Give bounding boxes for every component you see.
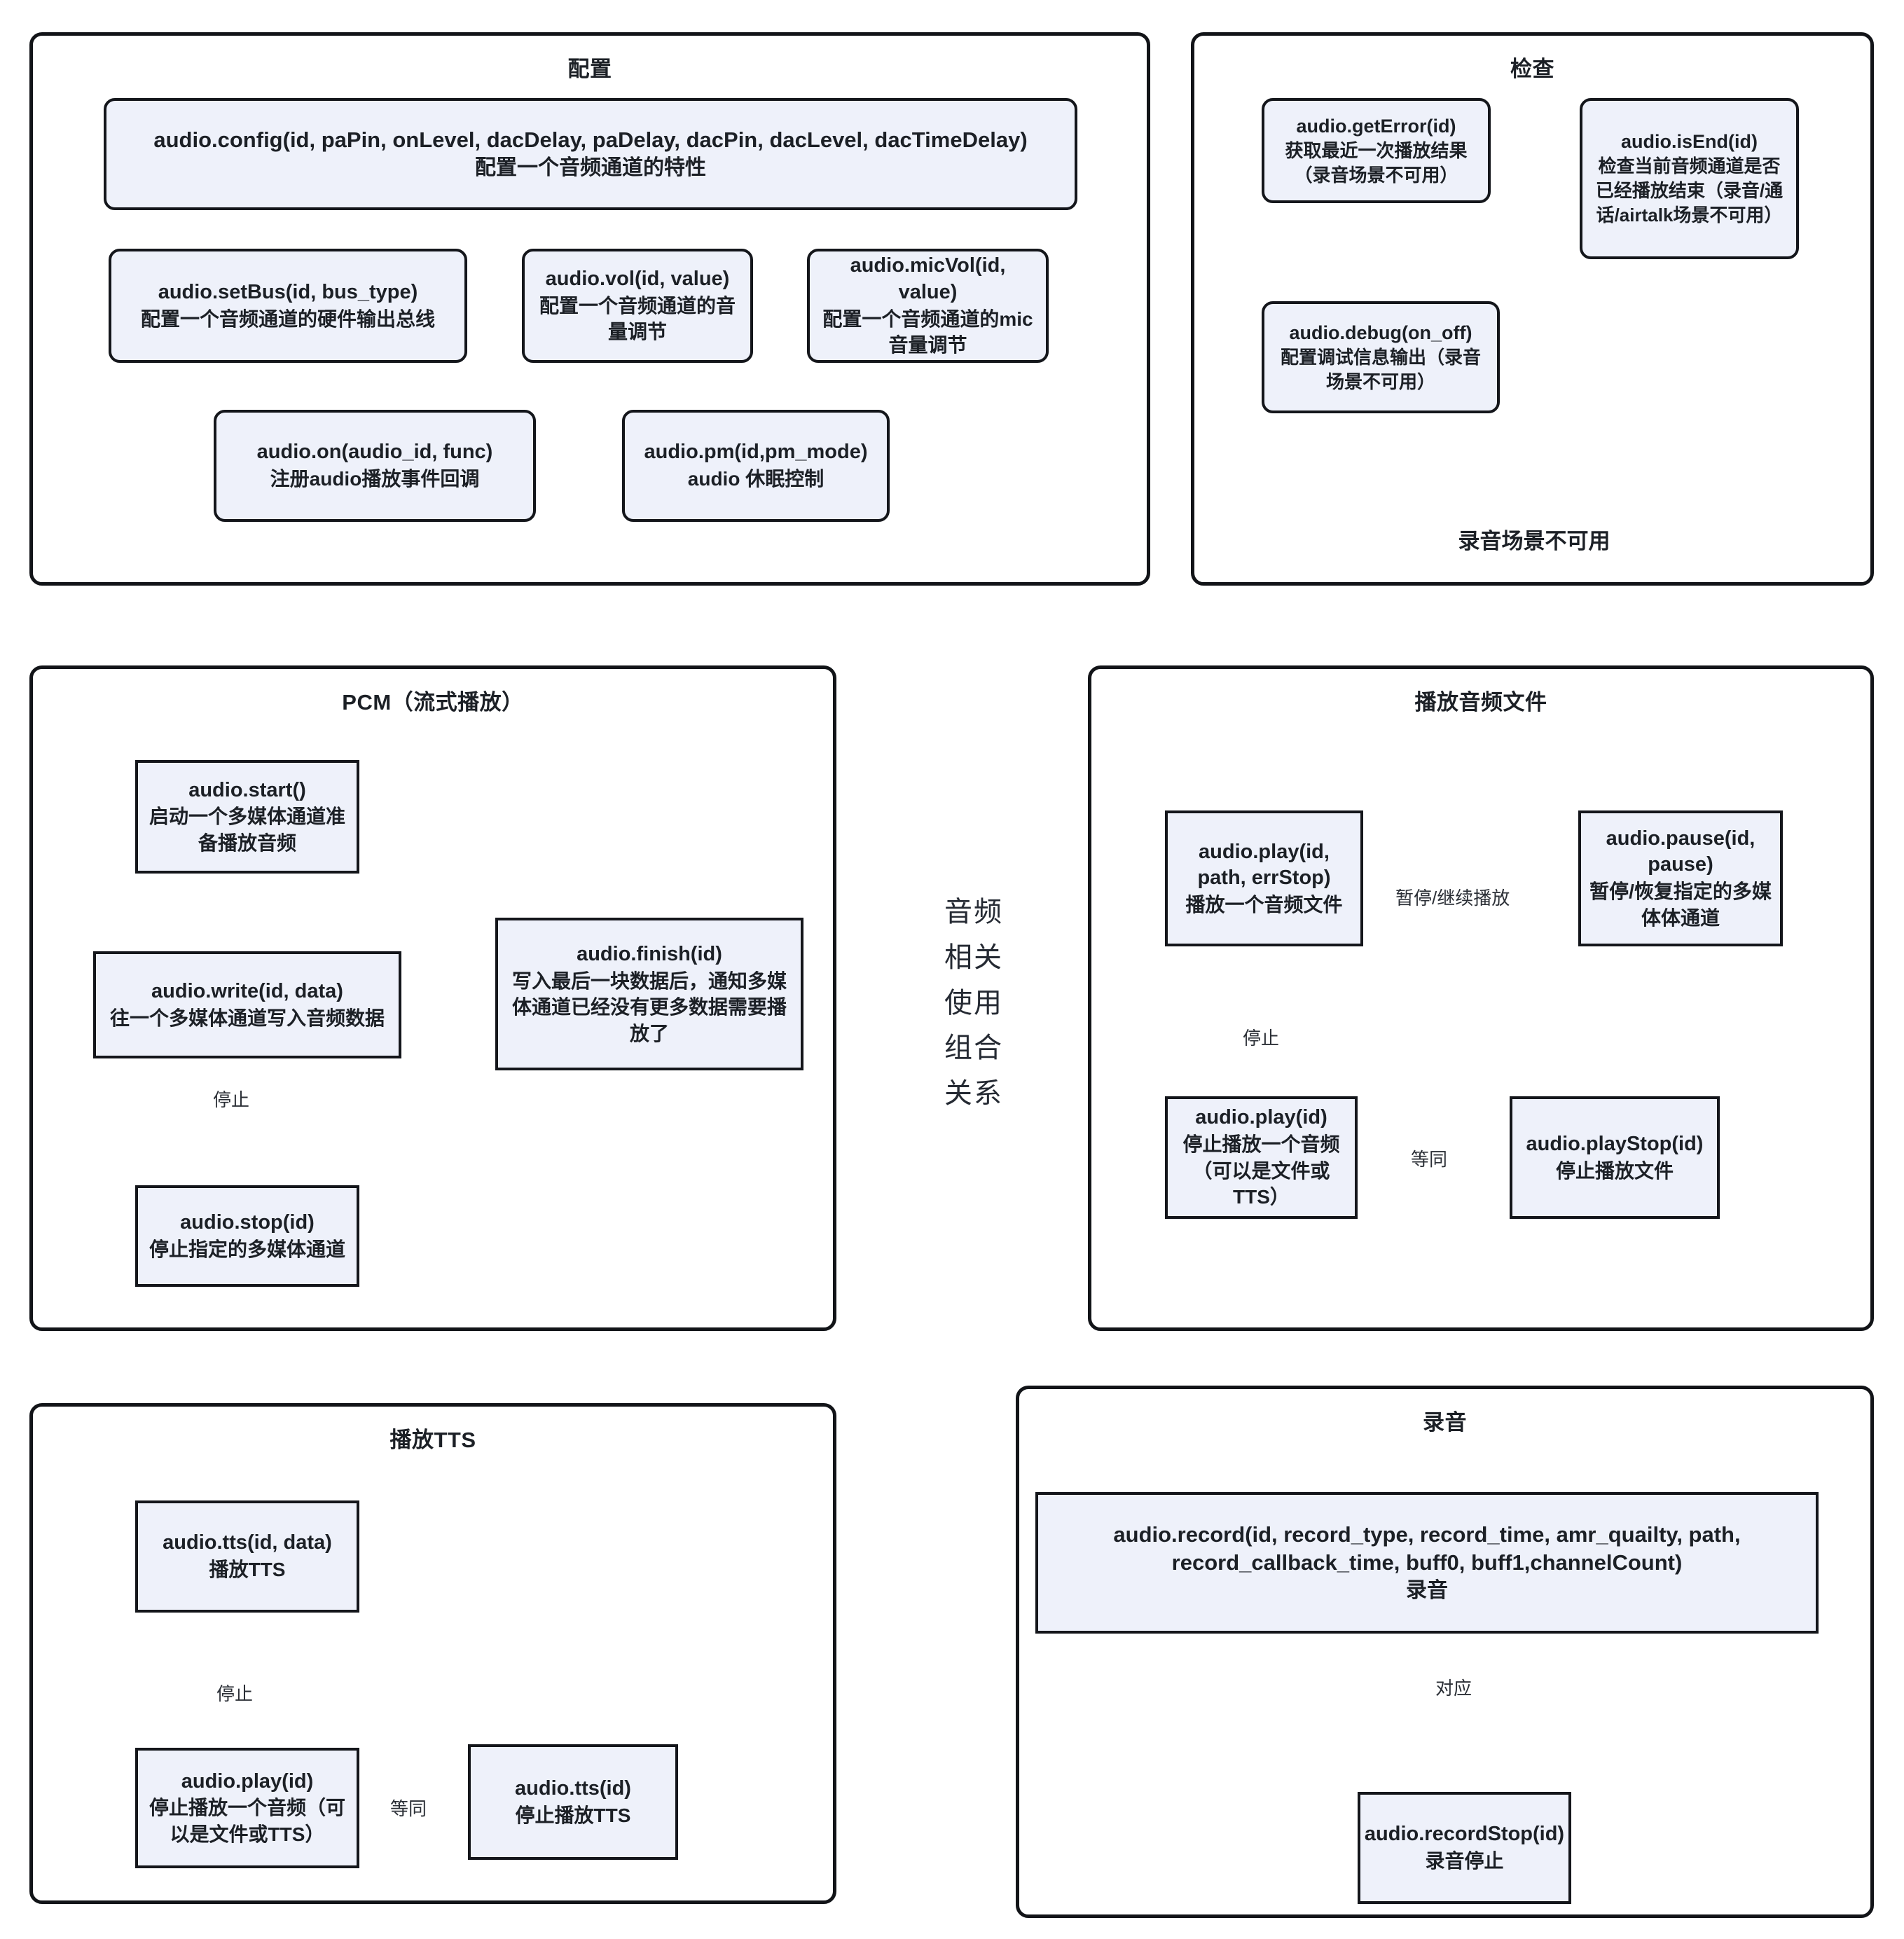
- node-audio-finish-desc: 写入最后一块数据后，通知多媒体通道已经没有更多数据需要播放了: [511, 969, 787, 1044]
- edge-label-playfile-stop: 停止: [1240, 1024, 1283, 1050]
- node-audio-config-fn: audio.config(id, paPin, onLevel, dacDela…: [153, 127, 1028, 152]
- edge-label-pause-resume: 暂停/继续播放: [1393, 884, 1513, 910]
- node-audio-tts-play-fn: audio.tts(id, data): [163, 1531, 332, 1554]
- node-audio-tts-play[interactable]: audio.tts(id, data) 播放TTS: [135, 1500, 359, 1613]
- edge-label-tts-stop: 停止: [214, 1680, 256, 1706]
- node-audio-start-fn: audio.start(): [188, 778, 306, 801]
- node-audio-write-desc: 往一个多媒体通道写入音频数据: [109, 1007, 385, 1029]
- node-audio-write[interactable]: audio.write(id, data) 往一个多媒体通道写入音频数据: [93, 951, 401, 1058]
- node-audio-geterror-desc: 获取最近一次播放结果（录音场景不可用）: [1285, 139, 1468, 186]
- node-audio-play-path-fn: audio.play(id, path, errStop): [1197, 840, 1331, 890]
- panel-playfile-title: 播放音频文件: [1414, 690, 1547, 715]
- node-audio-tts-play-id-desc: 停止播放一个音频（可以是文件或TTS）: [149, 1797, 345, 1845]
- node-audio-pm-fn: audio.pm(id,pm_mode): [644, 441, 868, 464]
- node-audio-stop-desc: 停止指定的多媒体通道: [149, 1238, 345, 1260]
- node-audio-pm-desc: audio 休眠控制: [687, 468, 825, 490]
- node-audio-vol-desc: 配置一个音频通道的音量调节: [539, 294, 736, 343]
- node-audio-tts-stop-fn: audio.tts(id): [515, 1776, 631, 1800]
- node-audio-play-id[interactable]: audio.play(id) 停止播放一个音频（可以是文件或TTS）: [1165, 1096, 1358, 1219]
- check-footer-note: 录音场景不可用: [1458, 529, 1610, 553]
- node-audio-pm[interactable]: audio.pm(id,pm_mode) audio 休眠控制: [622, 410, 890, 522]
- node-audio-tts-play-desc: 播放TTS: [209, 1559, 286, 1581]
- edge-label-record-correspond: 对应: [1433, 1674, 1475, 1700]
- node-audio-play-path[interactable]: audio.play(id, path, errStop) 播放一个音频文件: [1165, 810, 1363, 946]
- node-audio-isend-fn: audio.isEnd(id): [1621, 131, 1758, 153]
- center-caption-line-3: 使用: [944, 987, 1003, 1019]
- node-audio-write-fn: audio.write(id, data): [151, 979, 343, 1002]
- node-audio-isend-desc: 检查当前音频通道是否已经播放结束（录音/通话/airtalk场景不可用）: [1595, 156, 1784, 226]
- node-audio-debug[interactable]: audio.debug(on_off) 配置调试信息输出（录音场景不可用）: [1262, 301, 1500, 413]
- node-audio-play-id-fn: audio.play(id): [1195, 1106, 1327, 1129]
- node-audio-tts-stop[interactable]: audio.tts(id) 停止播放TTS: [468, 1744, 678, 1860]
- node-audio-setbus[interactable]: audio.setBus(id, bus_type) 配置一个音频通道的硬件输出…: [109, 249, 467, 363]
- node-audio-record-fn: audio.record(id, record_type, record_tim…: [1113, 1521, 1741, 1575]
- edge-label-tts-equiv: 等同: [387, 1795, 430, 1821]
- node-audio-isend[interactable]: audio.isEnd(id) 检查当前音频通道是否已经播放结束（录音/通话/a…: [1580, 98, 1799, 259]
- node-audio-recordstop-fn: audio.recordStop(id): [1364, 1823, 1565, 1846]
- node-audio-config-desc: 配置一个音频通道的特性: [475, 156, 706, 180]
- center-caption-line-5: 关系: [944, 1078, 1003, 1110]
- node-audio-playstop-fn: audio.playStop(id): [1526, 1132, 1704, 1155]
- node-audio-tts-play-id-fn: audio.play(id): [181, 1769, 314, 1793]
- node-audio-recordstop-desc: 录音停止: [1425, 1850, 1504, 1872]
- edge-label-playfile-equiv: 等同: [1408, 1145, 1451, 1171]
- node-audio-pause-fn: audio.pause(id, pause): [1606, 827, 1755, 876]
- node-audio-micvol-fn: audio.micVol(id, value): [850, 254, 1006, 303]
- node-audio-config[interactable]: audio.config(id, paPin, onLevel, dacDela…: [104, 98, 1077, 210]
- node-audio-micvol[interactable]: audio.micVol(id, value) 配置一个音频通道的mic音量调节: [807, 249, 1049, 363]
- node-audio-start-desc: 启动一个多媒体通道准备播放音频: [149, 806, 345, 854]
- node-audio-stop[interactable]: audio.stop(id) 停止指定的多媒体通道: [135, 1185, 359, 1287]
- node-audio-vol[interactable]: audio.vol(id, value) 配置一个音频通道的音量调节: [522, 249, 753, 363]
- node-audio-record[interactable]: audio.record(id, record_type, record_tim…: [1035, 1492, 1819, 1634]
- panel-pcm-title: PCM（流式播放）: [342, 690, 524, 715]
- node-audio-geterror-fn: audio.getError(id): [1296, 115, 1456, 137]
- panel-config-title: 配置: [567, 57, 612, 81]
- node-audio-vol-fn: audio.vol(id, value): [545, 268, 730, 291]
- node-audio-tts-stop-desc: 停止播放TTS: [515, 1804, 631, 1826]
- center-caption-line-2: 相关: [944, 941, 1003, 973]
- node-audio-finish-fn: audio.finish(id): [577, 942, 722, 965]
- panel-tts-title: 播放TTS: [389, 1428, 476, 1452]
- node-audio-stop-fn: audio.stop(id): [180, 1210, 315, 1234]
- node-audio-pause-desc: 暂停/恢复指定的多媒体体通道: [1589, 881, 1772, 929]
- center-caption: 音频 相关 使用 组合 关系: [886, 890, 1061, 1117]
- panel-check-title: 检查: [1510, 57, 1554, 81]
- node-audio-recordstop[interactable]: audio.recordStop(id) 录音停止: [1358, 1792, 1571, 1904]
- node-audio-debug-fn: audio.debug(on_off): [1289, 322, 1472, 343]
- node-audio-tts-play-id[interactable]: audio.play(id) 停止播放一个音频（可以是文件或TTS）: [135, 1748, 359, 1868]
- node-audio-start[interactable]: audio.start() 启动一个多媒体通道准备播放音频: [135, 760, 359, 874]
- node-audio-record-desc: 录音: [1406, 1579, 1448, 1603]
- node-audio-play-path-desc: 播放一个音频文件: [1185, 893, 1343, 916]
- node-audio-setbus-desc: 配置一个音频通道的硬件输出总线: [140, 308, 435, 330]
- center-caption-line-1: 音频: [944, 897, 1003, 927]
- node-audio-geterror[interactable]: audio.getError(id) 获取最近一次播放结果（录音场景不可用）: [1262, 98, 1491, 203]
- center-caption-line-4: 组合: [944, 1033, 1003, 1064]
- node-audio-play-id-desc: 停止播放一个音频（可以是文件或TTS）: [1182, 1133, 1340, 1208]
- node-audio-setbus-fn: audio.setBus(id, bus_type): [158, 280, 418, 303]
- panel-record-title: 录音: [1423, 1410, 1467, 1435]
- node-audio-on-fn: audio.on(audio_id, func): [256, 441, 493, 464]
- node-audio-playstop[interactable]: audio.playStop(id) 停止播放文件: [1510, 1096, 1720, 1219]
- node-audio-pause[interactable]: audio.pause(id, pause) 暂停/恢复指定的多媒体体通道: [1578, 810, 1783, 946]
- node-audio-playstop-desc: 停止播放文件: [1555, 1159, 1674, 1182]
- node-audio-on-desc: 注册audio播放事件回调: [270, 468, 480, 490]
- panel-playfile: 播放音频文件: [1088, 665, 1874, 1331]
- node-audio-finish[interactable]: audio.finish(id) 写入最后一块数据后，通知多媒体通道已经没有更多…: [495, 918, 803, 1070]
- node-audio-on[interactable]: audio.on(audio_id, func) 注册audio播放事件回调: [214, 410, 536, 522]
- edge-label-pcm-stop: 停止: [210, 1086, 253, 1112]
- node-audio-debug-desc: 配置调试信息输出（录音场景不可用）: [1280, 346, 1481, 392]
- node-audio-micvol-desc: 配置一个音频通道的mic音量调节: [822, 308, 1033, 357]
